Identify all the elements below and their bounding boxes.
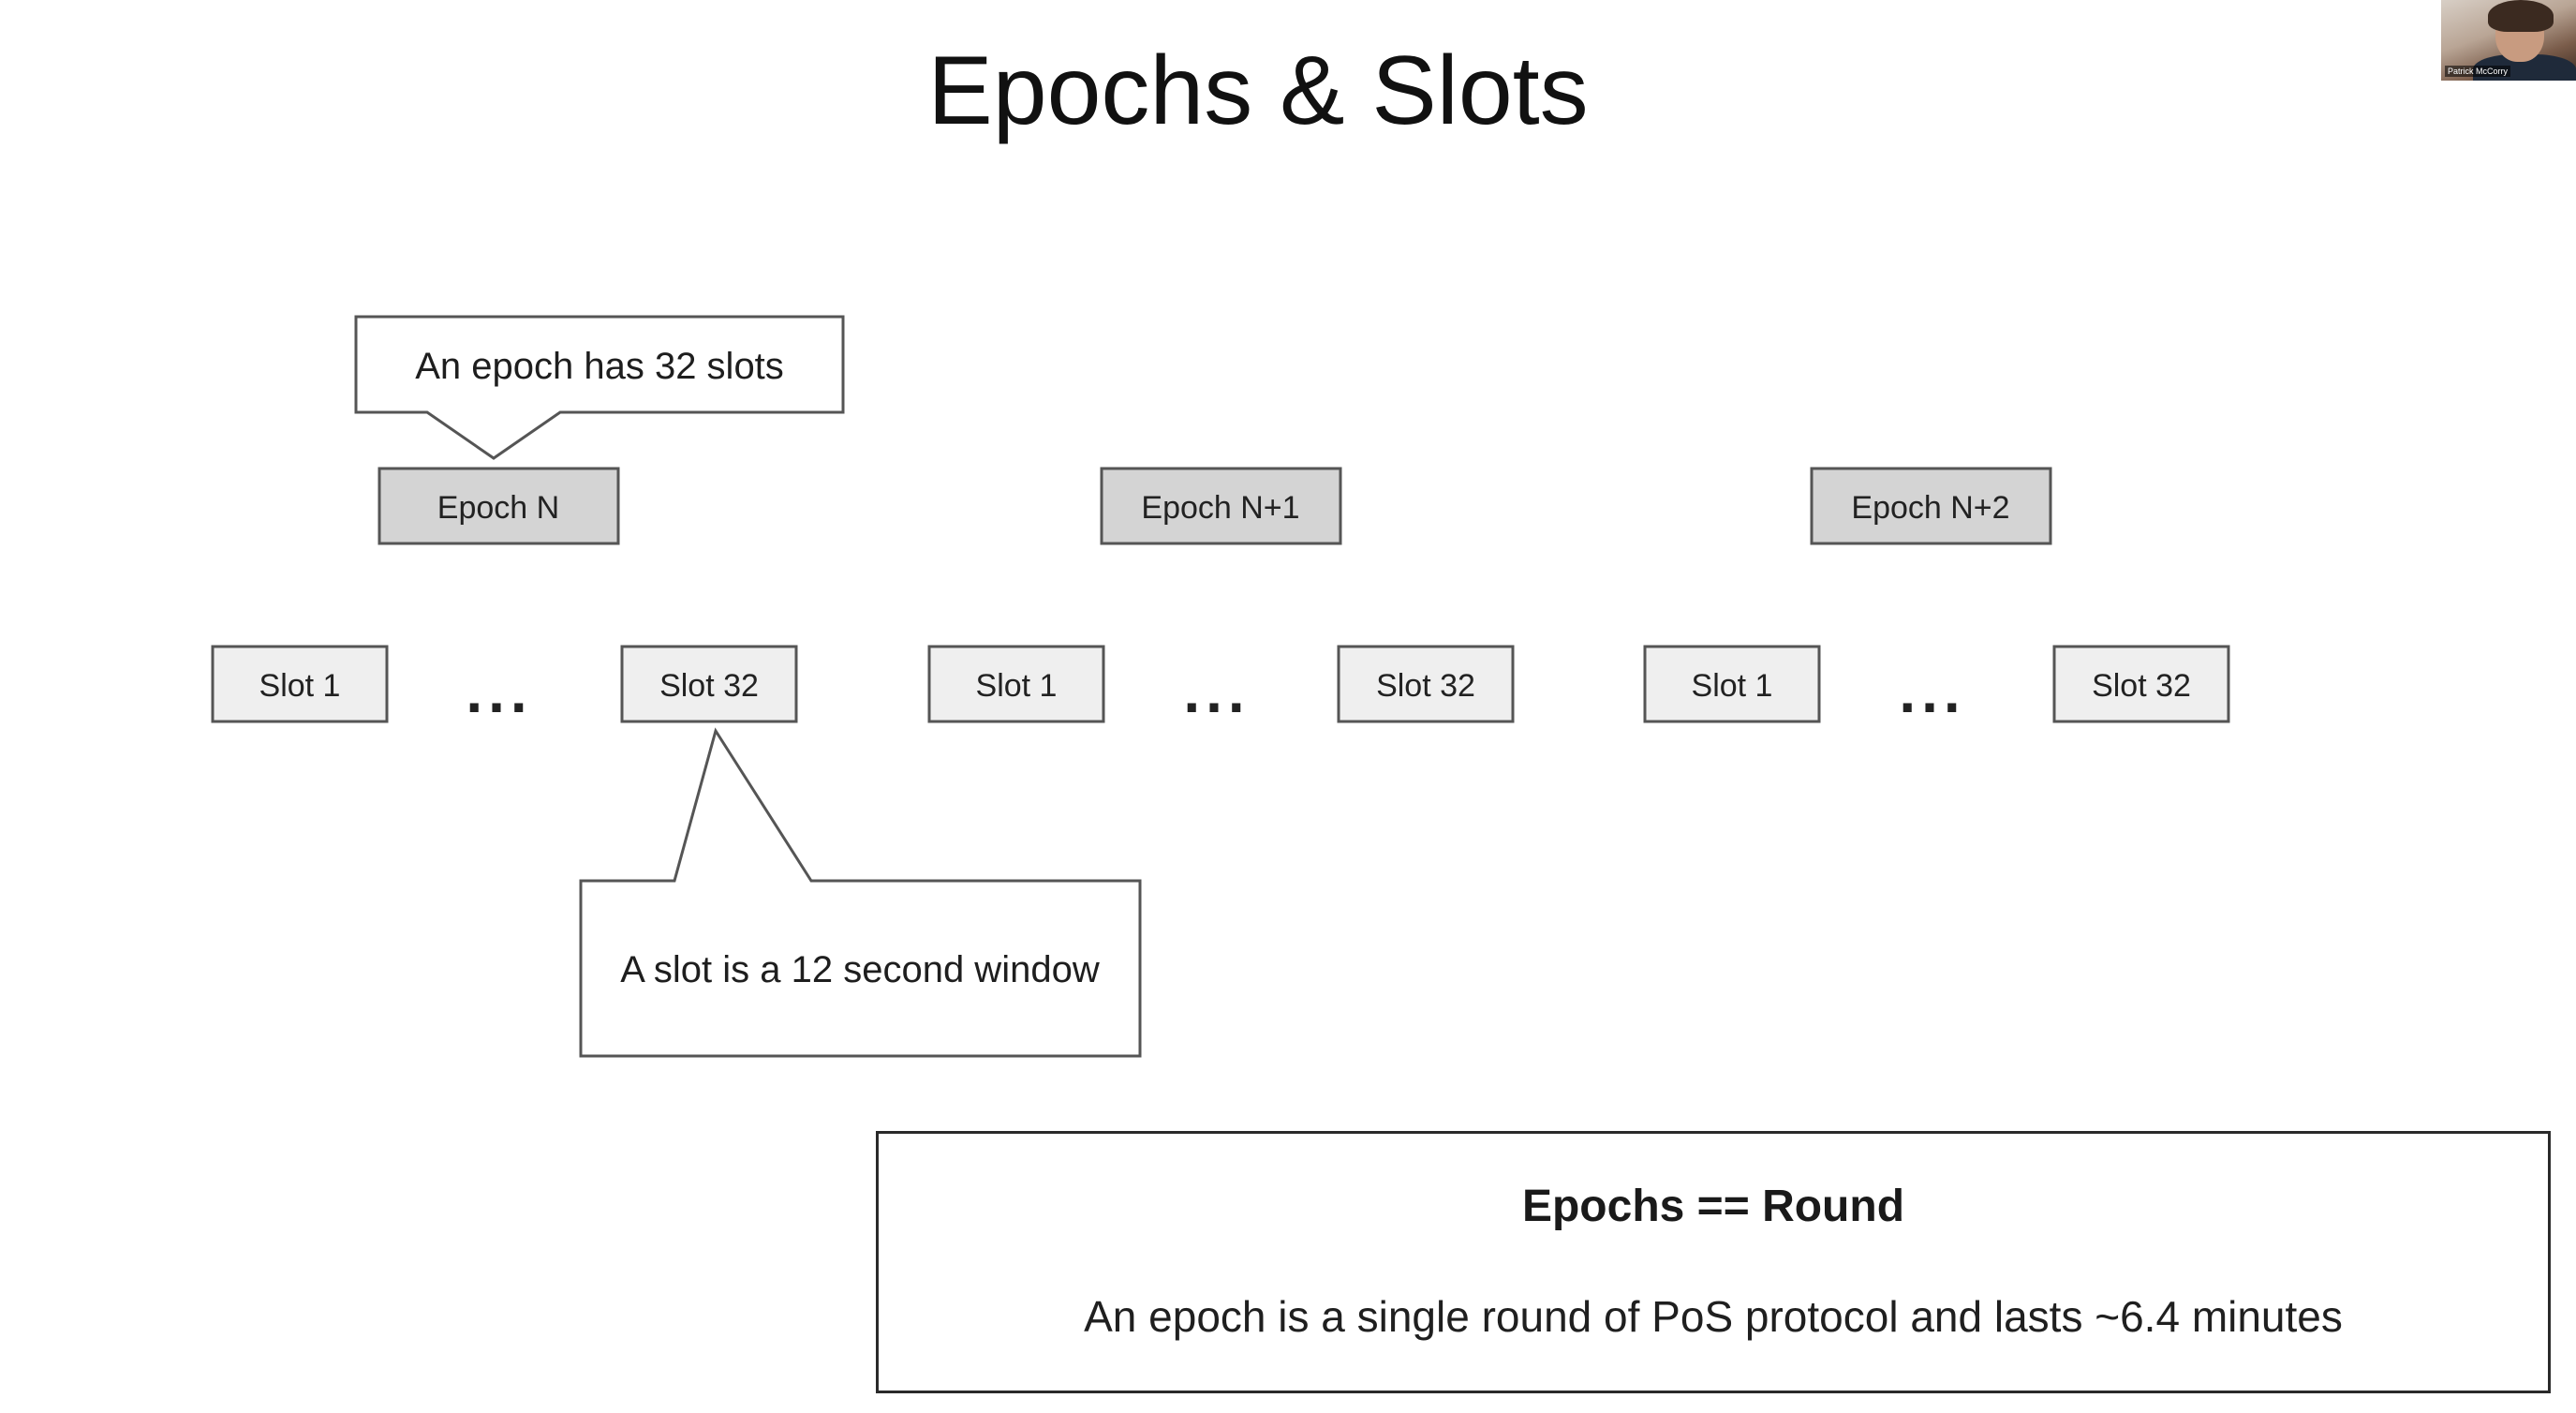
slot-label: Slot 1 (976, 668, 1058, 704)
epoch-label: Epoch N+2 (1851, 490, 2009, 526)
slot-label: Slot 32 (659, 668, 759, 704)
slot-box-epoch-n1-first: Slot 1 (927, 645, 1105, 723)
slot-box-epoch-n1-last: Slot 32 (1337, 645, 1515, 723)
slot-box-epoch-n2-first: Slot 1 (1643, 645, 1821, 723)
slot-callout: A slot is a 12 second window (579, 727, 1142, 1058)
epoch-box-n-plus-1: Epoch N+1 (1100, 467, 1342, 545)
presenter-name-label: Patrick McCorry (2445, 66, 2511, 77)
slot-callout-shape (579, 727, 1142, 1058)
slot-label: Slot 1 (1692, 668, 1773, 704)
epoch-box-n: Epoch N (378, 467, 620, 545)
epoch-box-n-plus-2: Epoch N+2 (1810, 467, 2052, 545)
slot-ellipsis: ... (466, 658, 532, 725)
slot-callout-text: A slot is a 12 second window (620, 949, 1100, 990)
slot-ellipsis: ... (1183, 658, 1250, 725)
epoch-callout: An epoch has 32 slots (354, 315, 845, 460)
epoch-callout-text: An epoch has 32 slots (415, 346, 784, 387)
slot-ellipsis: ... (1899, 658, 1965, 725)
epoch-callout-shape (354, 315, 845, 460)
slide-title: Epochs & Slots (927, 37, 1589, 145)
presenter-hair (2488, 0, 2554, 32)
epoch-label: Epoch N+1 (1141, 490, 1299, 526)
slot-label: Slot 1 (259, 668, 341, 704)
slot-box-epoch-n2-last: Slot 32 (2052, 645, 2230, 723)
slot-label: Slot 32 (2092, 668, 2191, 704)
presenter-webcam-thumbnail: Patrick McCorry (2441, 0, 2576, 81)
summary-heading: Epochs == Round (1521, 1182, 1905, 1231)
summary-box: Epochs == Round An epoch is a single rou… (876, 1131, 2551, 1393)
slot-box-epoch-n-first: Slot 1 (211, 645, 389, 723)
slot-label: Slot 32 (1376, 668, 1475, 704)
summary-body: An epoch is a single round of PoS protoc… (1084, 1292, 2343, 1341)
epoch-label: Epoch N (437, 490, 559, 526)
slot-box-epoch-n-last: Slot 32 (620, 645, 798, 723)
